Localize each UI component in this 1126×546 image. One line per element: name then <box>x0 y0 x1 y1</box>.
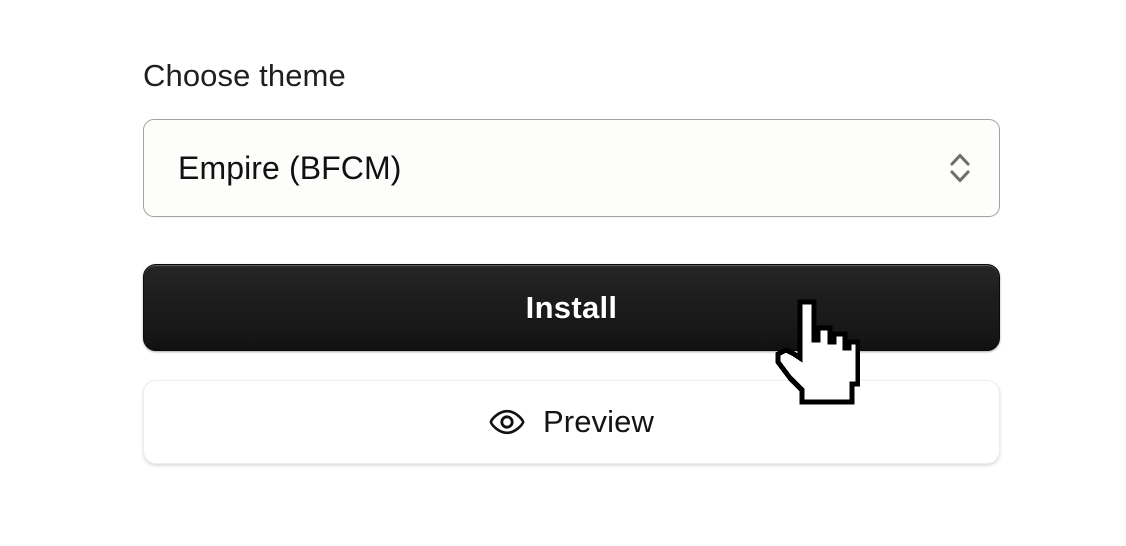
chevron-up-down-icon <box>947 147 973 189</box>
install-button-label: Install <box>525 289 618 325</box>
eye-icon <box>489 409 525 435</box>
theme-select[interactable]: Empire (BFCM) <box>143 119 1000 217</box>
preview-button[interactable]: Preview <box>143 380 1000 464</box>
page-title: Choose theme <box>143 58 346 93</box>
theme-select-value: Empire (BFCM) <box>178 150 402 186</box>
install-button[interactable]: Install <box>143 264 1000 351</box>
preview-button-label: Preview <box>543 404 654 439</box>
